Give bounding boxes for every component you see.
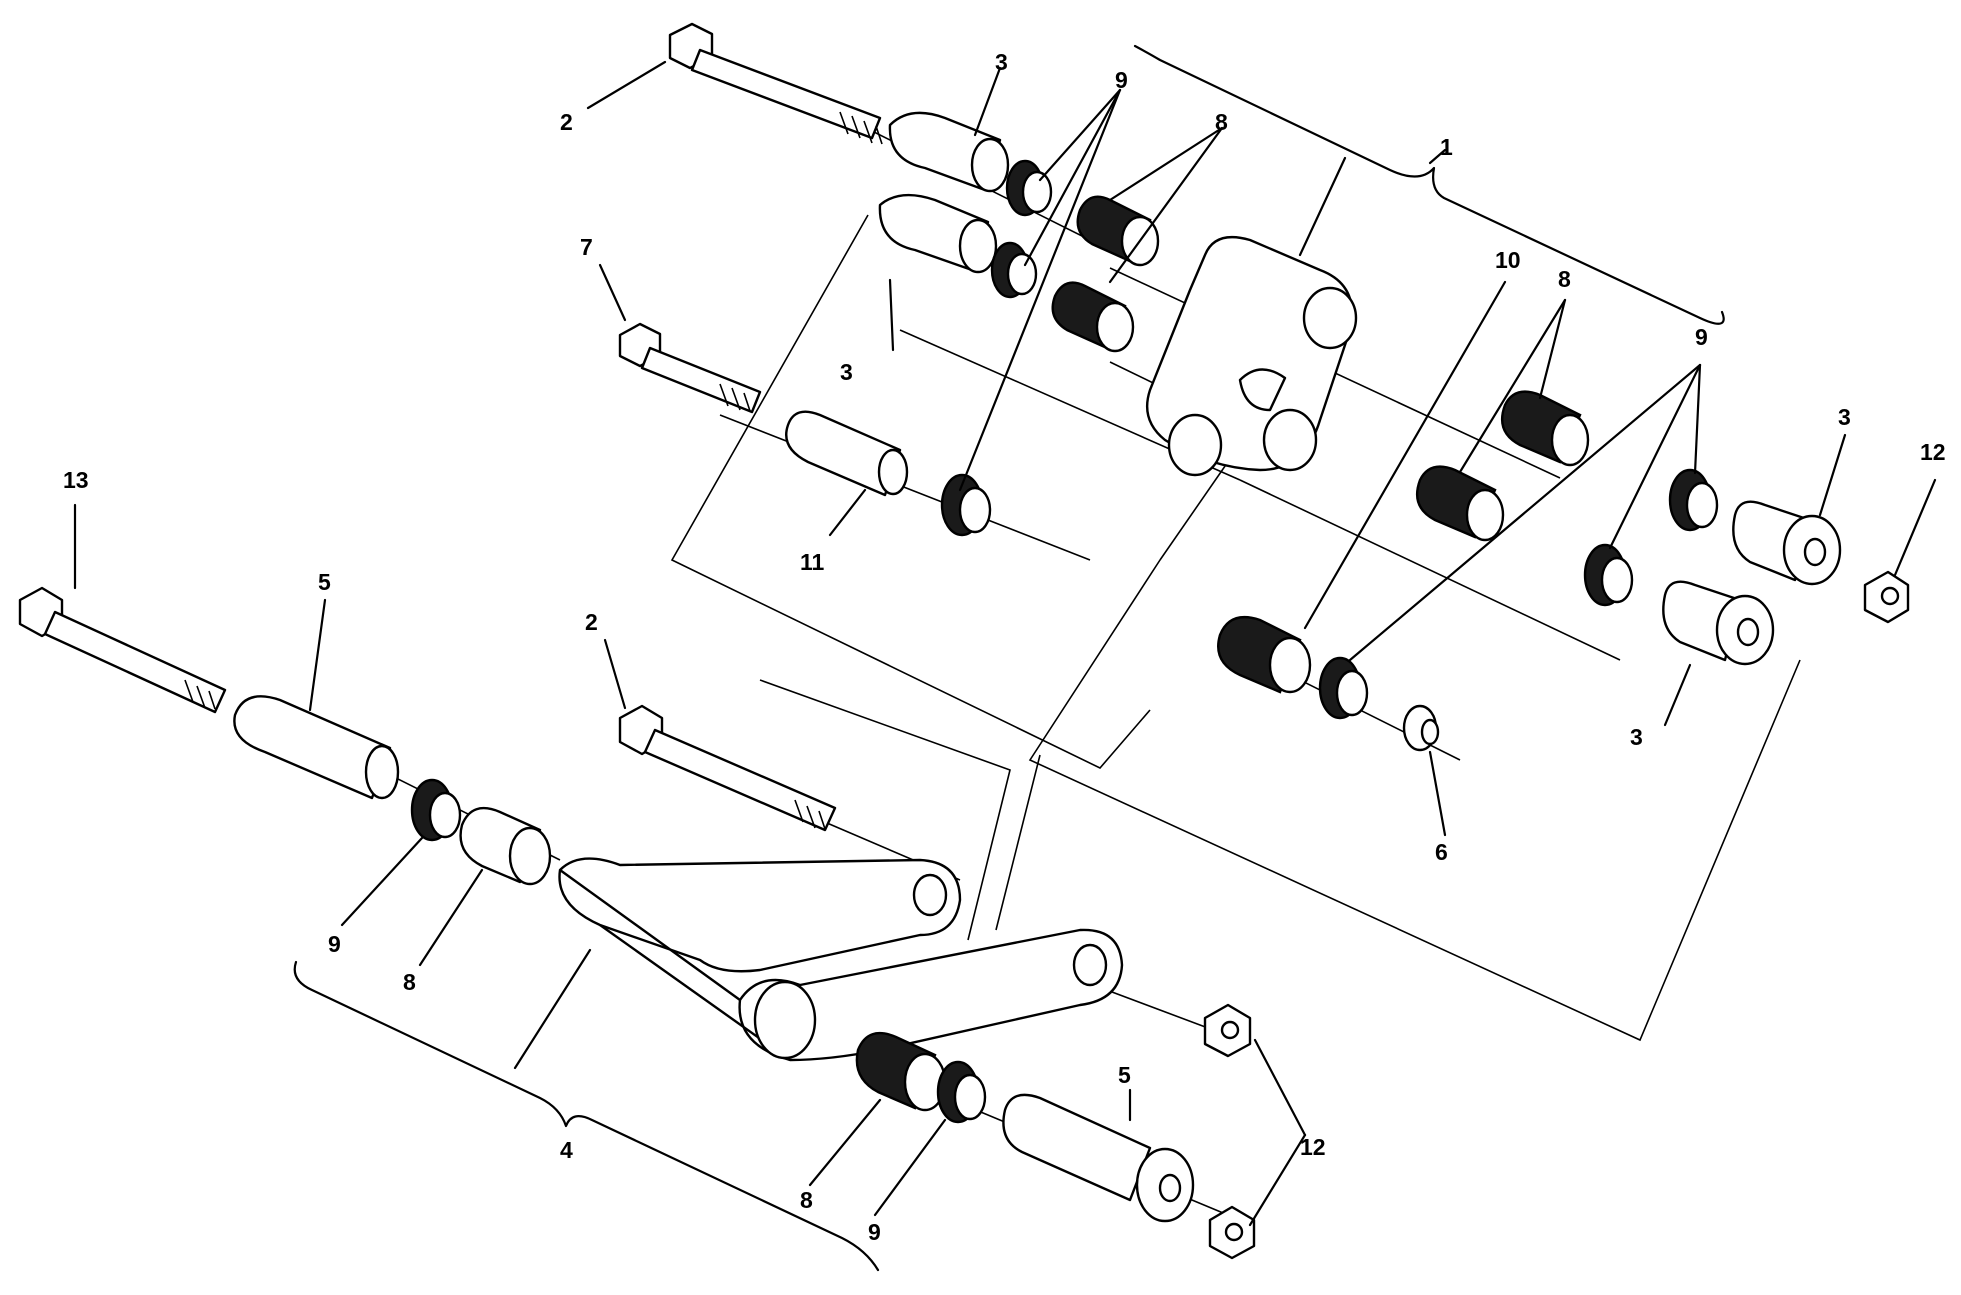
bearing-9-right-lower <box>1583 543 1634 607</box>
bearing-9-center <box>1318 656 1369 720</box>
assembly-frame-right <box>1028 361 1801 1042</box>
callout-9-bottom: 9 <box>868 1219 881 1245</box>
rocker-1 <box>1145 235 1358 477</box>
callout-1: 1 <box>1440 134 1453 160</box>
leader-lines <box>73 60 1937 1227</box>
bushing-8-lower-left <box>459 807 552 886</box>
spacer-11 <box>785 410 909 497</box>
spacer-5-left <box>233 695 400 800</box>
callout-13: 13 <box>63 467 89 493</box>
spacer-3-right-upper <box>1732 500 1842 586</box>
bearing-9-rocker-left <box>940 473 992 537</box>
callout-5-bottom: 5 <box>1118 1062 1131 1088</box>
assembly-frame-lower <box>759 679 1041 941</box>
bolt-2-top <box>668 22 883 145</box>
callout-7: 7 <box>580 234 593 260</box>
bushing-8-second <box>1051 281 1135 353</box>
callout-4: 4 <box>560 1137 573 1163</box>
callout-3-d: 3 <box>1630 724 1643 750</box>
spacer-3-second <box>878 193 998 274</box>
callout-8-bottom: 8 <box>800 1187 813 1213</box>
callout-8-top: 8 <box>1215 109 1228 135</box>
callout-3-c: 3 <box>1838 404 1851 430</box>
bolt-13 <box>18 586 227 714</box>
bolt-2-mid <box>618 704 837 832</box>
callout-8-right: 8 <box>1558 266 1571 292</box>
group-bracket-4 <box>293 960 880 1272</box>
spacer-5-bottom <box>1002 1093 1195 1223</box>
bearing-9-bottom <box>936 1060 987 1124</box>
bearing-9-second <box>990 241 1038 299</box>
bushing-8-bottom <box>855 1032 947 1112</box>
spacer-3-right-lower <box>1662 580 1775 666</box>
axis-line <box>1239 479 1621 661</box>
nut-12-mid <box>1203 1003 1252 1058</box>
callout-12-bottom: 12 <box>1300 1134 1326 1160</box>
callout-3-b: 3 <box>840 359 853 385</box>
callout-12-right: 12 <box>1920 439 1946 465</box>
callout-11: 11 <box>800 549 825 575</box>
assembly-frame-left <box>670 214 1151 769</box>
callout-5-left: 5 <box>318 569 331 595</box>
group-bracket-1 <box>1133 44 1725 325</box>
nut-12-right <box>1863 570 1910 624</box>
bushing-8-right-lower <box>1415 465 1505 542</box>
spacer-3-top <box>888 111 1010 193</box>
nut-12-bottom <box>1208 1205 1256 1260</box>
bearing-9-right-upper <box>1668 468 1719 532</box>
bushing-10 <box>1217 615 1312 694</box>
callout-8-left: 8 <box>403 969 416 995</box>
bearing-9-top <box>1005 159 1053 217</box>
tie-rods-4 <box>558 857 1124 1062</box>
callout-9-left: 9 <box>328 931 341 957</box>
callout-9-right: 9 <box>1695 324 1708 350</box>
nut-6 <box>1402 704 1440 752</box>
callout-6: 6 <box>1435 839 1448 865</box>
bolt-7 <box>618 322 762 414</box>
bushing-8-right-upper <box>1500 390 1590 467</box>
axis-line <box>719 414 1091 561</box>
callout-2-mid: 2 <box>585 609 598 635</box>
callout-10: 10 <box>1495 247 1521 273</box>
callout-3-a: 3 <box>995 49 1008 75</box>
callout-2-top: 2 <box>560 109 573 135</box>
bearing-9-lower-left <box>410 778 462 842</box>
callout-9-top: 9 <box>1115 67 1128 93</box>
